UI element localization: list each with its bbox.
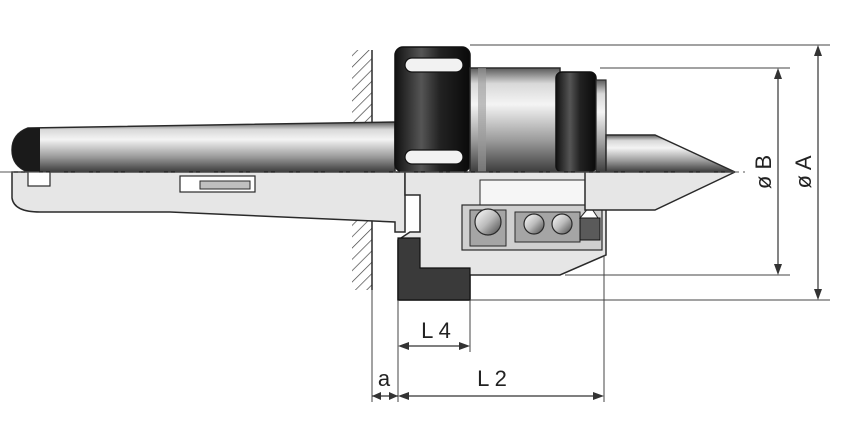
bearing-housing xyxy=(469,67,607,173)
dimension-offset-a xyxy=(372,392,398,400)
label-diameter-b: ø B xyxy=(751,155,776,189)
label-length-2: L 2 xyxy=(477,366,507,391)
dimension-length-4 xyxy=(398,342,470,350)
dimension-diameter-a xyxy=(470,44,830,301)
dimension-length-2 xyxy=(398,392,604,400)
label-length-4: L 4 xyxy=(421,318,451,343)
dimension-diameter-b xyxy=(565,67,790,276)
label-offset-a: a xyxy=(378,366,391,391)
label-diameter-a: ø A xyxy=(791,155,816,188)
extension-lines xyxy=(371,255,605,402)
morse-taper-shank xyxy=(11,121,396,173)
center-point xyxy=(605,134,736,173)
lock-nut xyxy=(394,46,471,173)
section-view xyxy=(11,171,736,301)
